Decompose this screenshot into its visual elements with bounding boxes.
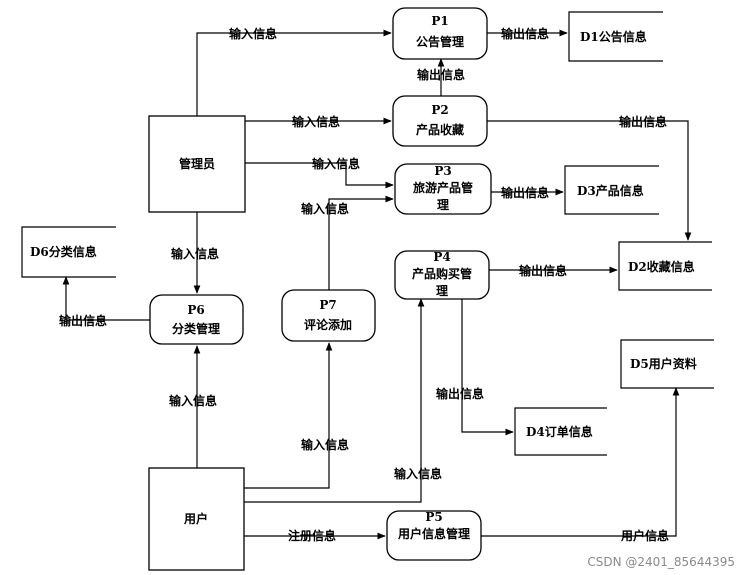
process-p4[interactable]: P4 产品购买管 理 xyxy=(394,250,490,300)
store-d4[interactable]: D4订单信息 xyxy=(514,407,607,456)
process-p6-name: 分类管理 xyxy=(172,321,220,336)
process-p5[interactable]: P5 用户信息管理 xyxy=(386,510,482,561)
flow-label-p5-d5: 用户信息 xyxy=(620,528,669,543)
process-p7-name: 评论添加 xyxy=(304,317,352,332)
entity-admin-label: 管理员 xyxy=(179,156,215,171)
flow-label-p2-d2: 输出信息 xyxy=(619,114,667,129)
store-d3-label: D3产品信息 xyxy=(577,183,644,198)
watermark: CSDN @2401_85644395 xyxy=(587,555,735,569)
entity-admin[interactable]: 管理员 xyxy=(148,115,246,213)
process-p7-id: P7 xyxy=(319,298,336,312)
flow-label-admin-p6: 输入信息 xyxy=(171,246,219,261)
flow-admin-p3-line xyxy=(245,162,394,189)
store-d5[interactable]: D5用户资料 xyxy=(620,339,714,389)
flow-label-p4-d4: 输出信息 xyxy=(436,386,484,401)
process-p4-id: P4 xyxy=(433,250,450,264)
flow-label-p4-d2: 输出信息 xyxy=(519,263,567,278)
process-p4-name-line1: 产品购买管 xyxy=(412,266,472,281)
process-p1[interactable]: P1 公告管理 xyxy=(392,7,488,60)
process-p2-name: 产品收藏 xyxy=(416,122,464,137)
process-p3-id: P3 xyxy=(434,164,451,178)
flow-user-p4-line xyxy=(244,298,425,503)
process-p1-id: P1 xyxy=(431,14,448,28)
store-d6[interactable]: D6分类信息 xyxy=(21,226,116,278)
entity-user-label: 用户 xyxy=(183,511,208,526)
flow-label-user-p6: 输入信息 xyxy=(169,393,217,408)
flow-p4-d4-line xyxy=(461,297,514,436)
process-p6[interactable]: P6 分类管理 xyxy=(149,294,244,345)
store-d6-label: D6分类信息 xyxy=(30,244,97,259)
store-d3[interactable]: D3产品信息 xyxy=(564,165,659,215)
flow-label-p6-d6: 输出信息 xyxy=(59,313,107,328)
flow-user-p7-line xyxy=(244,342,333,489)
store-d4-label: D4订单信息 xyxy=(526,424,593,439)
entity-user[interactable]: 用户 xyxy=(148,467,245,571)
process-p7[interactable]: P7 评论添加 xyxy=(281,289,376,342)
flow-label-admin-p2: 输入信息 xyxy=(292,114,340,129)
process-p1-name: 公告管理 xyxy=(416,34,464,49)
store-d5-label: D5用户资料 xyxy=(630,356,697,371)
flow-label-p7-p3: 输入信息 xyxy=(301,201,349,216)
store-d2[interactable]: D2收藏信息 xyxy=(618,241,712,291)
process-p6-id: P6 xyxy=(187,303,204,317)
flow-label-user-p7: 输入信息 xyxy=(301,437,349,452)
flow-p7-p3-line xyxy=(328,195,394,290)
flow-p2-d2-line xyxy=(487,120,692,241)
store-d2-label: D2收藏信息 xyxy=(628,259,695,274)
process-p2[interactable]: P2 产品收藏 xyxy=(392,95,488,147)
flow-p6-d6-line xyxy=(62,276,150,321)
process-p3-name-line2: 理 xyxy=(437,198,449,212)
process-p3-name-line1: 旅游产品管 xyxy=(413,180,473,195)
flow-label-p2-p1: 输出信息 xyxy=(417,67,465,82)
flow-label-p1-d1: 输出信息 xyxy=(501,26,549,41)
store-d1[interactable]: D1公告信息 xyxy=(568,11,663,62)
process-p5-name: 用户信息管理 xyxy=(397,526,470,541)
flow-label-p3-d3: 输出信息 xyxy=(501,185,549,200)
flow-label-user-p4: 输入信息 xyxy=(394,466,442,481)
process-p4-name-line2: 理 xyxy=(436,284,448,298)
flow-admin-p1-line xyxy=(196,29,392,116)
process-p2-id: P2 xyxy=(431,103,448,117)
process-p3[interactable]: P3 旅游产品管 理 xyxy=(394,163,492,215)
flow-label-user-p5: 注册信息 xyxy=(288,528,336,543)
process-p5-id: P5 xyxy=(425,510,442,524)
flow-p5-d5-line xyxy=(481,387,680,537)
flow-label-admin-p3: 输入信息 xyxy=(312,156,360,171)
store-d1-label: D1公告信息 xyxy=(580,29,647,44)
flow-label-admin-p1: 输入信息 xyxy=(229,26,277,41)
